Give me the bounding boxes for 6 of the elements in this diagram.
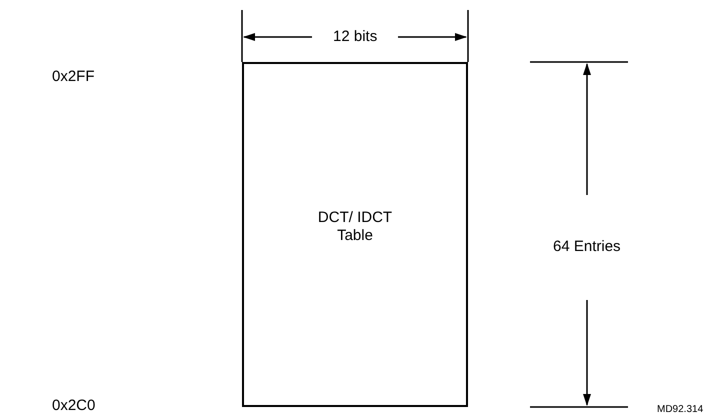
memory-table-box — [242, 62, 468, 407]
dimension-label: 12 bits — [333, 28, 378, 45]
address-label: 0x2C0 — [52, 397, 96, 414]
table-label: DCT/ IDCT Table — [316, 209, 394, 245]
figure-id: MD92.314 — [657, 404, 704, 415]
address-label: 0x2FF — [52, 68, 95, 85]
